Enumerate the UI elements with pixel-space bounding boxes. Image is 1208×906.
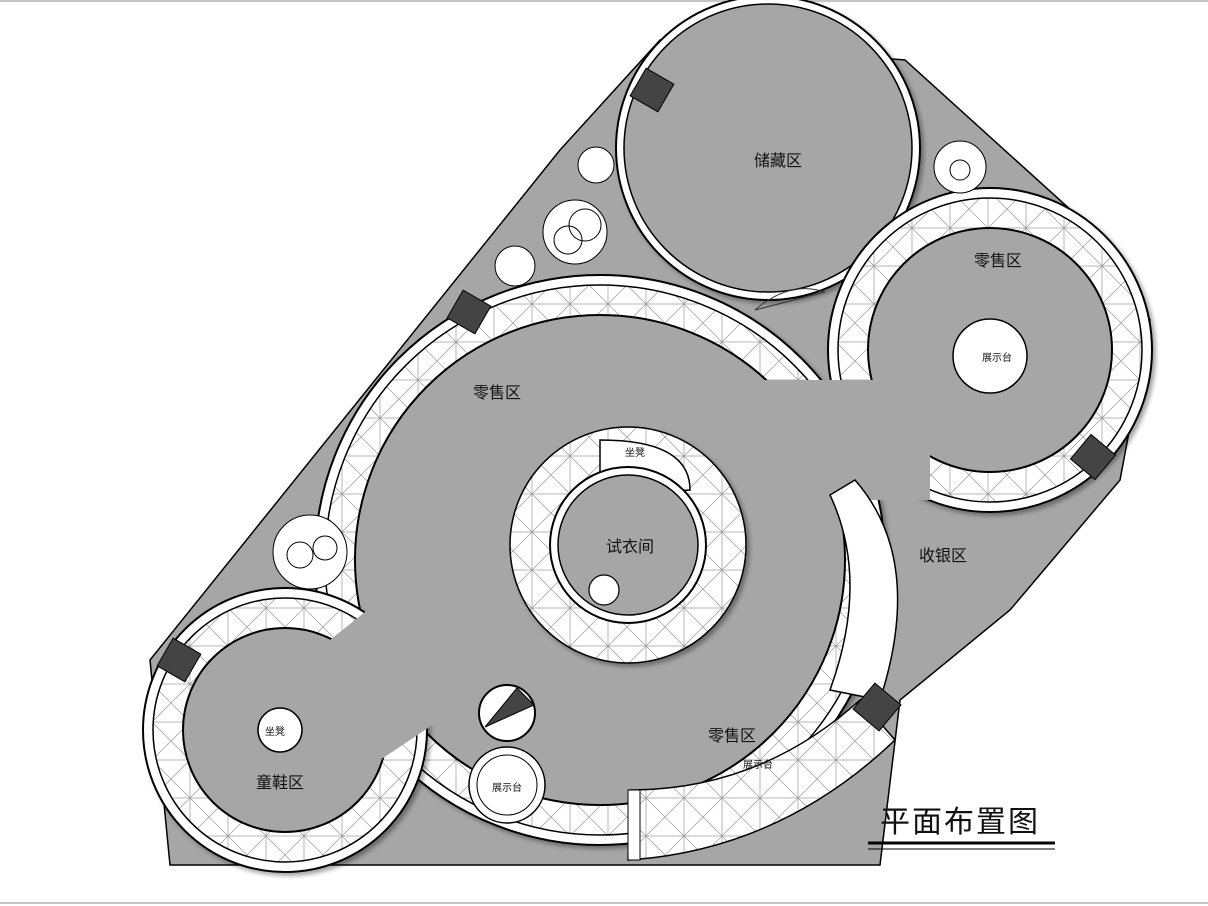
label-stool-ring: 坐凳 xyxy=(625,447,645,459)
fitting-room xyxy=(509,426,747,664)
display-platform-bottom-left xyxy=(468,746,546,824)
label-stool-kids: 坐凳 xyxy=(265,726,285,738)
floor-connector-left xyxy=(330,560,470,760)
label-retail-top-right: 零售区 xyxy=(974,251,1022,270)
floor-connector-right xyxy=(760,380,930,500)
storage-room xyxy=(615,0,921,301)
label-cashier: 收银区 xyxy=(919,546,967,565)
label-display-right: 展示台 xyxy=(982,351,1012,364)
label-display-bottom-left: 展示台 xyxy=(492,781,522,794)
cashier-counter xyxy=(828,479,899,701)
column-top xyxy=(629,67,675,113)
planter-icon xyxy=(272,140,987,590)
label-retail-bottom: 零售区 xyxy=(708,726,756,745)
label-retail-left: 零售区 xyxy=(473,383,521,402)
display-platform-right xyxy=(952,318,1028,394)
column-left-lower xyxy=(156,637,202,683)
label-display-bottom-counter: 展示台 xyxy=(743,758,773,771)
column-left-upper xyxy=(446,289,492,335)
mirror-icon xyxy=(478,684,536,742)
label-storage: 储藏区 xyxy=(754,151,802,170)
stool-kids xyxy=(257,707,303,753)
label-kids-shoes: 童鞋区 xyxy=(256,773,304,792)
column-bottom-right xyxy=(852,682,902,732)
plan-title: 平面布置图 xyxy=(880,805,1040,840)
column-right xyxy=(1069,433,1117,481)
bottom-display-counter xyxy=(627,698,897,861)
label-fitting-room: 试衣间 xyxy=(606,537,654,556)
door-icon xyxy=(754,288,826,311)
